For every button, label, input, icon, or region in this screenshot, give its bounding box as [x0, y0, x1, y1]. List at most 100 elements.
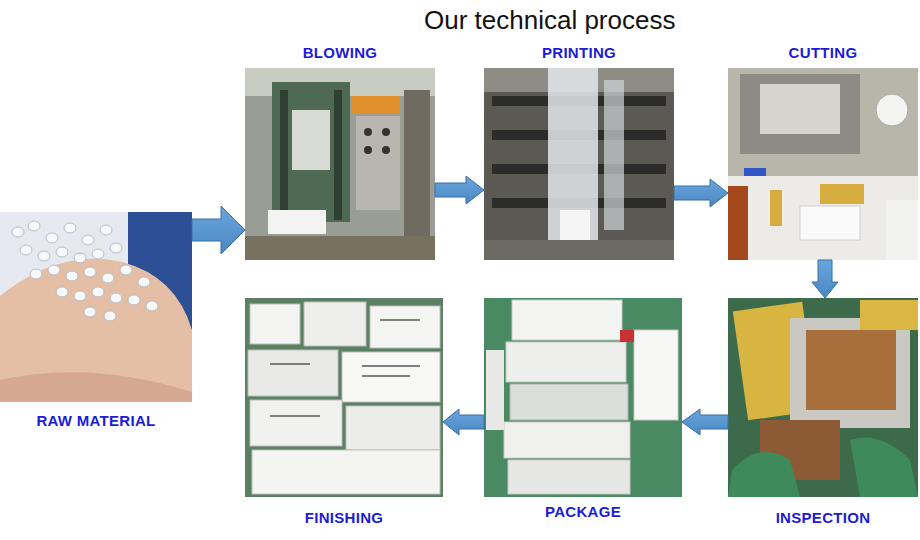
raw-material-photo-part-part [28, 221, 40, 231]
cutting-photo-part [740, 74, 860, 154]
finishing-photo-part [252, 450, 440, 494]
finishing-photo-part-part [362, 375, 410, 377]
finishing-photo-part [304, 302, 366, 346]
process-step: PRINTING [484, 68, 674, 260]
raw-material-photo-part-part [38, 251, 50, 261]
printing-photo-part [548, 68, 598, 260]
raw-material-photo-part [0, 212, 192, 402]
inspection-photo-part [728, 298, 918, 497]
raw-material-photo-part-part [66, 271, 78, 281]
finishing-photo [245, 298, 443, 497]
raw-material-photo-part-part [20, 245, 32, 255]
raw-material-photo-part-part [82, 235, 94, 245]
flow-arrow [812, 260, 838, 298]
raw-material-photo-part [12, 221, 158, 321]
raw-material-photo-part-part [74, 253, 86, 263]
process-step: INSPECTION [728, 298, 918, 497]
blowing-photo-part [382, 146, 390, 154]
package-photo-part [504, 422, 630, 458]
package-photo-part [634, 330, 678, 420]
finishing-photo-part [250, 304, 300, 344]
step-label: CUTTING [789, 44, 858, 62]
cutting-photo-part [728, 68, 918, 260]
step-label: RAW MATERIAL [36, 412, 155, 430]
cutting-photo-part [728, 176, 918, 260]
flow-arrow [443, 409, 484, 435]
cutting-photo-part [886, 200, 918, 260]
raw-material-photo-part-part [120, 265, 132, 275]
raw-material-photo-part-part [84, 307, 96, 317]
blowing-photo [245, 68, 435, 260]
finishing-photo-part-part [362, 365, 420, 367]
raw-material-photo-part-part [92, 249, 104, 259]
cutting-photo-part [728, 186, 748, 260]
finishing-photo-part [270, 320, 420, 416]
package-photo-part [512, 300, 622, 340]
raw-material-photo-part-part [100, 225, 112, 235]
raw-material-photo-part-part [110, 293, 122, 303]
raw-material-photo-part-part [128, 295, 140, 305]
blowing-photo-part [352, 96, 400, 114]
flow-arrow [435, 176, 484, 204]
process-step: FINISHING [245, 298, 443, 497]
raw-material-photo-part-part [92, 287, 104, 297]
package-photo-part [484, 298, 682, 497]
raw-material-photo-part-part [56, 247, 68, 257]
blowing-photo-part [364, 128, 372, 136]
blowing-photo-part [280, 90, 288, 220]
raw-material-photo-part-part [110, 243, 122, 253]
raw-material-photo-part-part [104, 311, 116, 321]
raw-material-photo-part-part [84, 267, 96, 277]
step-label: PACKAGE [545, 503, 621, 521]
process-step: PACKAGE [484, 298, 682, 497]
finishing-photo-part-part [380, 319, 420, 321]
inspection-photo-part [860, 300, 918, 330]
cutting-photo-part [876, 94, 908, 126]
blowing-photo-part [268, 210, 326, 234]
inspection-photo-part [790, 318, 910, 428]
finishing-photo-part [370, 306, 440, 348]
step-label: INSPECTION [776, 509, 871, 527]
inspection-photo-part [728, 452, 800, 497]
raw-material-photo-part-part [74, 291, 86, 301]
raw-material-photo-part [0, 372, 192, 402]
raw-material-photo-part-part [64, 223, 76, 233]
blowing-photo-part [382, 128, 390, 136]
blowing-photo-part [404, 90, 430, 240]
inspection-photo-part [806, 330, 896, 410]
package-photo-part [510, 384, 628, 420]
finishing-photo-part [250, 400, 342, 446]
blowing-photo-part [334, 90, 342, 220]
process-step: BLOWING [245, 68, 435, 260]
printing-photo [484, 68, 674, 260]
raw-material-photo-part-part [138, 277, 150, 287]
finishing-photo-part-part [270, 363, 310, 365]
blowing-photo-part [272, 82, 350, 222]
cutting-photo-part [760, 84, 840, 134]
raw-material-photo-part-part [146, 301, 158, 311]
process-step: RAW MATERIAL [0, 212, 192, 402]
process-step: CUTTING [728, 68, 918, 260]
finishing-photo-part [245, 298, 443, 497]
raw-material-photo-part [0, 259, 192, 402]
finishing-photo-part [342, 352, 440, 402]
step-label: BLOWING [303, 44, 378, 62]
flow-arrow [674, 179, 728, 207]
printing-photo-part [484, 240, 674, 260]
package-photo-part [508, 460, 630, 494]
raw-material-photo [0, 212, 192, 402]
blowing-photo-part [245, 68, 435, 260]
diagram-title: Our technical process [424, 5, 675, 35]
blowing-photo-part [245, 236, 435, 260]
raw-material-photo-part-part [56, 287, 68, 297]
printing-photo-part [484, 68, 674, 260]
step-label: FINISHING [305, 509, 384, 527]
raw-material-photo-part-part [12, 227, 24, 237]
flow-arrow [682, 409, 728, 435]
inspection-photo-part [850, 438, 918, 498]
package-photo-part [506, 342, 626, 382]
blowing-photo-part [292, 110, 330, 170]
